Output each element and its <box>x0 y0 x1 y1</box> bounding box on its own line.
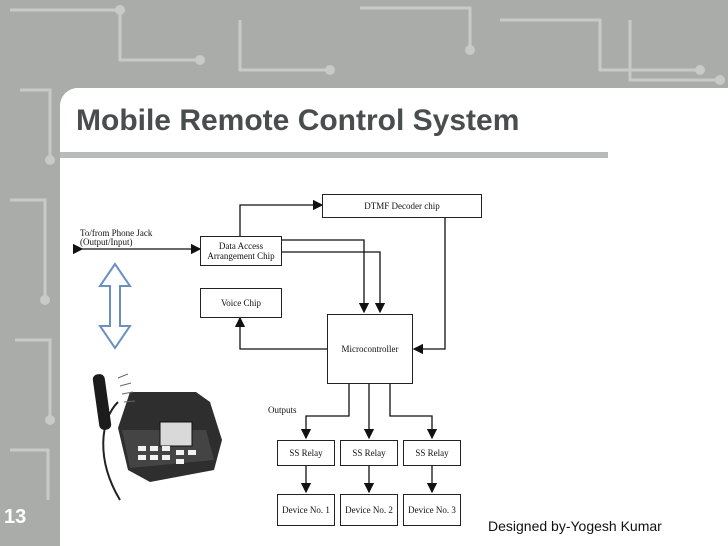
slide-number: 13 <box>4 506 27 528</box>
ss-relay-box-3: SS Relay <box>403 440 461 466</box>
ss-relay-label: SS Relay <box>289 448 323 458</box>
voice-chip-label: Voice Chip <box>220 298 262 308</box>
device-box-2: Device No. 2 <box>340 494 398 526</box>
device-box-3: Device No. 3 <box>403 494 461 526</box>
ss-relay-label: SS Relay <box>352 448 386 458</box>
wire-mcu-relay-1 <box>300 384 350 440</box>
footer-credit: Designed by-Yogesh Kumar <box>488 518 662 534</box>
ss-relay-box-1: SS Relay <box>277 440 335 466</box>
daa-label-line-2: Arrangement Chip <box>207 251 275 261</box>
title-panel <box>60 88 608 150</box>
double-arrow-icon <box>98 262 132 350</box>
microcontroller-label: Microcontroller <box>341 344 399 354</box>
telephone-icon <box>81 370 224 510</box>
wire-daa-mcu-2 <box>282 239 370 314</box>
wire-mcu-relay-3 <box>389 384 438 440</box>
dtmf-decoder-label: DTMF Decoder chip <box>364 201 440 211</box>
wire-mcu-voice <box>234 316 327 350</box>
title-divider <box>60 152 608 158</box>
device-label: Device No. 2 <box>345 505 393 515</box>
phone-jack-sublabel: (Output/Input) <box>80 237 133 247</box>
phone-jack-label: To/from Phone Jack <box>80 228 153 238</box>
device-box-1: Device No. 1 <box>277 494 335 526</box>
wire-daa-dtmf <box>239 199 324 236</box>
ss-relay-box-2: SS Relay <box>340 440 398 466</box>
outputs-label: Outputs <box>268 405 297 415</box>
device-label: Device No. 1 <box>282 505 330 515</box>
data-access-arrangement-box: Data Access Arrangement Chip <box>200 236 282 266</box>
wire-daa-mcu-1 <box>282 251 386 314</box>
slide-title: Mobile Remote Control System <box>76 104 520 137</box>
title-tab <box>608 152 728 182</box>
wire-dtmf-mcu <box>412 218 446 355</box>
dtmf-decoder-box: DTMF Decoder chip <box>322 194 482 218</box>
voice-chip-box: Voice Chip <box>200 288 282 318</box>
device-label: Device No. 3 <box>408 505 456 515</box>
ss-relay-label: SS Relay <box>415 448 449 458</box>
microcontroller-box: Microcontroller <box>327 314 413 384</box>
daa-label-line-1: Data Access <box>218 241 264 251</box>
